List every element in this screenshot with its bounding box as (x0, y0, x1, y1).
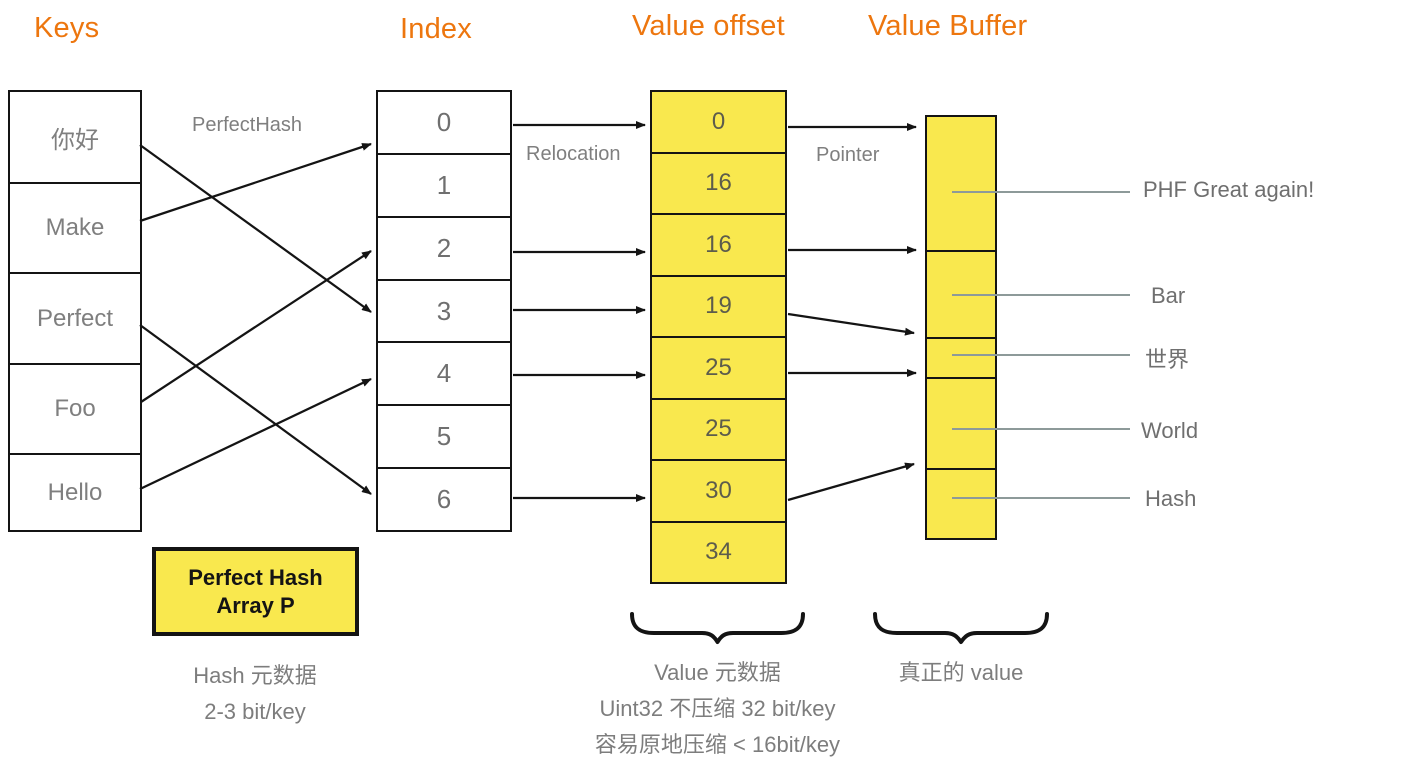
arrow-perfect-to-index-6 (139, 324, 372, 495)
key-cell-make: Make (10, 182, 140, 272)
offset-cell-4: 25 (652, 336, 785, 398)
offset-cell-0: 0 (711, 107, 726, 135)
index-cell-2: 2 (378, 215, 510, 279)
buffer-label-shijie: 世界 (1145, 347, 1190, 372)
keys-header: Keys (34, 12, 100, 44)
key-cell-nihao: 你好 (51, 126, 99, 154)
hash-meta-line1: Hash 元数据 (193, 663, 317, 688)
offset-cell-2: 16 (652, 213, 785, 275)
perfect-hash-array-box-line2: Array P (216, 592, 295, 618)
index-cell-4: 4 (378, 341, 510, 404)
arrow-offset-19-to-buffer (787, 312, 915, 336)
index-column: 0 1 2 3 4 5 6 (376, 90, 512, 532)
index-cell-6: 6 (378, 467, 510, 530)
value-meta-line3: 容易原地压缩 < 16bit/key (594, 732, 841, 757)
value-offset-header: Value offset (632, 10, 785, 42)
value-meta-caption: Value 元数据 Uint32 不压缩 32 bit/key 容易原地压缩 <… (545, 655, 890, 763)
offset-cell-1: 16 (652, 151, 785, 214)
buffer-label-phf: PHF Great again! (1143, 177, 1315, 202)
index-cell-0: 0 (436, 106, 452, 137)
arrow-foo-to-index-2 (140, 250, 372, 403)
value-meta-line2: Uint32 不压缩 32 bit/key (599, 696, 836, 721)
index-cell-1: 1 (378, 152, 510, 216)
arrow-hello-to-index-4 (139, 377, 372, 491)
key-cell-foo: Foo (10, 363, 140, 453)
real-value-caption: 真正的 value (898, 660, 1024, 685)
offset-cell-3: 19 (652, 274, 785, 337)
buffer-segment-hash (927, 468, 995, 538)
perfect-hash-array-box: Perfect Hash Array P (152, 547, 359, 636)
buffer-segment-bar (927, 250, 995, 337)
offset-cell-7: 34 (652, 520, 785, 583)
buffer-segment-phf (927, 117, 995, 250)
hash-meta-caption: Hash 元数据 2-3 bit/key (140, 658, 370, 730)
value-offset-column: 0 16 16 19 25 25 30 34 (650, 90, 787, 584)
keys-column: 你好 Make Perfect Foo Hello (8, 90, 142, 532)
index-cell-3: 3 (378, 278, 510, 342)
value-buffer-brace (873, 612, 1049, 644)
hash-meta-line2: 2-3 bit/key (204, 699, 306, 724)
relocation-label: Relocation (526, 143, 621, 165)
offset-cell-5: 25 (652, 397, 785, 460)
perfect-hash-array-box-line1: Perfect Hash (188, 564, 323, 590)
value-meta-line1: Value 元数据 (654, 660, 781, 685)
buffer-label-hash: Hash (1145, 486, 1197, 511)
index-cell-5: 5 (378, 404, 510, 467)
arrow-make-to-index-0 (139, 142, 372, 223)
index-header: Index (400, 13, 472, 45)
arrow-offset-30-to-buffer (787, 462, 915, 502)
value-offset-brace (630, 612, 805, 644)
buffer-segment-world (927, 377, 995, 468)
buffer-segment-shijie (927, 337, 995, 377)
key-cell-perfect: Perfect (10, 272, 140, 363)
buffer-label-bar: Bar (1151, 283, 1186, 308)
key-cell-hello: Hello (10, 453, 140, 530)
value-buffer-column (925, 115, 997, 540)
offset-cell-6: 30 (652, 459, 785, 521)
arrow-nihao-to-index-3 (139, 144, 372, 313)
value-buffer-header: Value Buffer (868, 10, 1028, 42)
buffer-label-world: World (1141, 418, 1199, 443)
pointer-label: Pointer (816, 144, 880, 166)
perfecthash-label: PerfectHash (192, 114, 303, 136)
